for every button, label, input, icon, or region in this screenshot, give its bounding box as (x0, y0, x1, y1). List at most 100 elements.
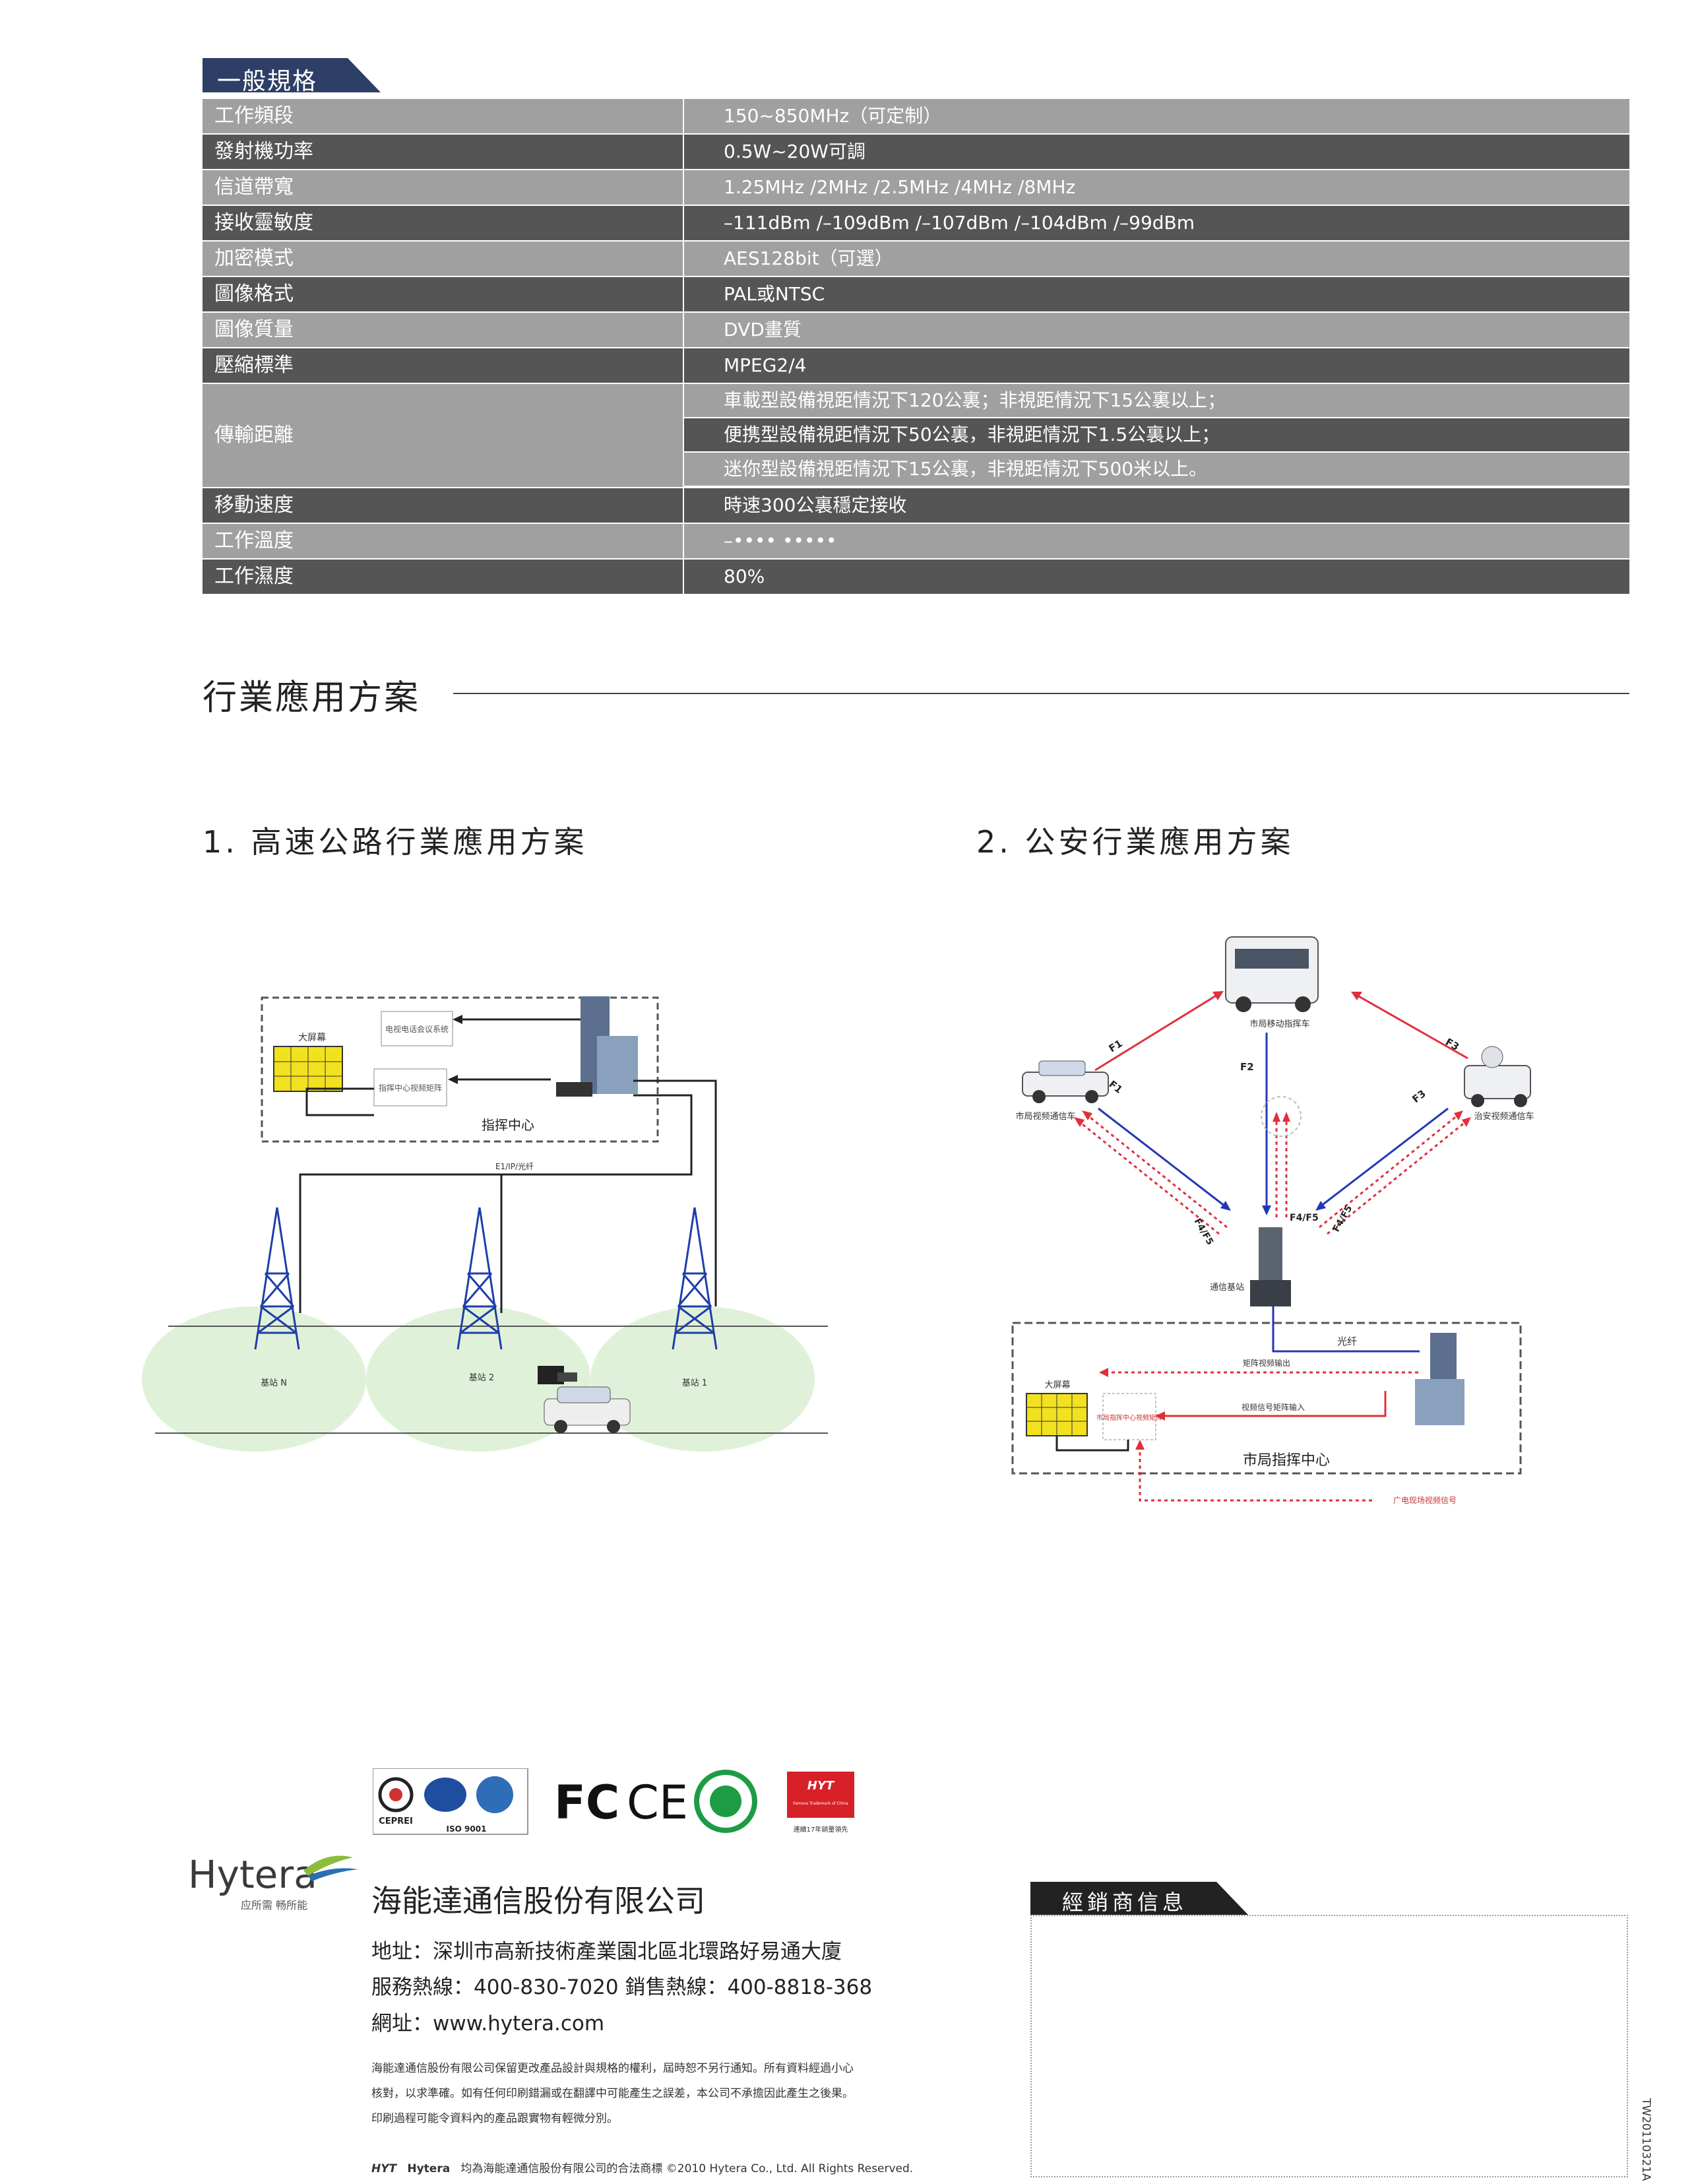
coverage-area (366, 1306, 590, 1452)
spec-value: PAL或NTSC (684, 277, 1629, 311)
company-name: 海能達通信股份有限公司 (371, 1883, 705, 1919)
input-label: 视频信号矩阵输入 (1242, 1402, 1305, 1412)
tower-icon (456, 1207, 503, 1350)
spec-key: 圖像格式 (203, 277, 684, 311)
spec-value: –111dBm /–109dBm /–107dBm /–104dBm /–99d… (684, 206, 1629, 240)
ce-logo-icon: CE (627, 1776, 688, 1830)
city-center-box (1011, 1322, 1522, 1475)
security-vehicle-icon (1464, 1046, 1531, 1107)
disclaimer-line: 印刷過程可能令資料內的產品跟實物有輕微分別。 (371, 2112, 618, 2125)
screen-label: 大屏幕 (298, 1033, 326, 1043)
spec-value: 便携型設備視距情況下50公裏，非視距情況下1.5公裏以上； (684, 418, 1629, 453)
hytera-wordmark: Hytera (188, 1852, 317, 1897)
signal-ring-icon (1261, 1096, 1302, 1137)
base-station-building-icon (1250, 1227, 1291, 1306)
spec-key: 發射機功率 (203, 135, 684, 169)
spec-value: 1.25MHz /2MHz /2.5MHz /4MHz /8MHz (684, 170, 1629, 205)
spec-row: 工作溫度–•••• ••••• (203, 524, 1629, 560)
command-vehicle-label: 市局移动指挥车 (1249, 1019, 1309, 1029)
spec-key: 壓縮標準 (203, 348, 684, 383)
security-vehicle-label: 治安视频通信车 (1474, 1111, 1534, 1122)
cepri-label: CEPREI (379, 1816, 413, 1826)
tv-signal-label: 广电现场视频信号 (1393, 1495, 1457, 1505)
hyt-sales-note: 連續17年銷量領先 (794, 1825, 848, 1834)
disclaimer-line: 核對，以求準確。如有任何印刷錯漏或在翻譯中可能產生之誤差，本公司不承擔因此產生之… (371, 2087, 854, 2100)
spec-key: 加密模式 (203, 241, 684, 276)
f45-label-right: F4/F5 (1331, 1204, 1355, 1234)
phone-system-label: 电视电话会议系统 (385, 1024, 449, 1034)
coverage-area (142, 1306, 366, 1452)
f45-label-center: F4/F5 (1290, 1213, 1319, 1223)
hyt-mark-label: HYT (807, 1779, 835, 1793)
police-diagram: 市局移动指挥车 市局视频通信车 治安视频通信车 F1 F3 F2 F1 F3 F… (1011, 936, 1534, 1505)
f1-label: F1 (1107, 1037, 1125, 1054)
f3-label: F3 (1443, 1036, 1461, 1053)
iaf-logo-icon (424, 1778, 466, 1812)
company-hotline: 服務熱線：400-830-7020 銷售熱線：400-8818-368 (371, 1975, 873, 1999)
f45-label: F4/F5 (1192, 1217, 1216, 1247)
spec-value: DVD畫質 (684, 313, 1629, 347)
iso-label: ISO 9001 (447, 1824, 487, 1834)
tower-icon (254, 1207, 300, 1350)
video-wall-icon (1026, 1393, 1088, 1436)
spec-value: AES128bit（可選） (684, 241, 1629, 276)
section-divider (453, 693, 1629, 694)
spec-value: MPEG2/4 (684, 348, 1629, 383)
spec-key: 圖像質量 (203, 313, 684, 347)
link-label: E1/IP/光纤 (495, 1162, 534, 1171)
spec-key: 接收靈敏度 (203, 206, 684, 240)
base-station-label: 基站 2 (469, 1373, 494, 1383)
spec-value: 0.5W~20W可調 (684, 135, 1629, 169)
spec-row-distance: 傳輸距離 車載型設備視距情況下120公裏；非視距情況下15公裏以上； 便携型設備… (203, 384, 1629, 488)
trademark-text: 均為海能達通信股份有限公司的合法商標 ©2010 Hytera Co., Ltd… (460, 2162, 914, 2175)
command-center-box (261, 996, 659, 1143)
trademark-hyt: HYT (371, 2162, 397, 2175)
city-center-building-icon (1415, 1333, 1464, 1425)
section-title: 行業應用方案 (203, 678, 421, 718)
output-label: 矩阵视频输出 (1243, 1358, 1290, 1368)
spec-value: 時速300公裏穩定接收 (684, 488, 1629, 523)
dealer-info-box (1030, 1915, 1628, 2177)
fc-logo-icon: FC (554, 1776, 619, 1830)
document-id: TW20110321A (1639, 2098, 1652, 2181)
highway-diagram: 电视电话会议系统 指挥中心视频矩阵 大屏幕 指挥中心 E1/IP/光纤 基站 N… (142, 996, 828, 1452)
matrix-label: 市局指挥中心视频矩阵 (1096, 1413, 1162, 1422)
spec-key: 移動速度 (203, 488, 684, 523)
video-vehicle-label: 市局视频通信车 (1015, 1111, 1075, 1122)
center-label: 指挥中心 (482, 1117, 534, 1133)
hytera-logo: Hytera 应所需 畅所能 (188, 1852, 358, 1911)
screen-label: 大屏幕 (1044, 1380, 1070, 1390)
vehicle-icon (538, 1366, 631, 1433)
matrix-box (373, 1068, 447, 1107)
spec-key: 傳輸距離 (203, 384, 684, 487)
phone-system-box (381, 1011, 453, 1046)
wing-icon (303, 1855, 358, 1881)
trademark-line: HYT Hytera 均為海能達通信股份有限公司的合法商標 ©2010 Hyte… (371, 2159, 913, 2175)
base-station-label: 基站 N (261, 1378, 287, 1388)
spec-value: 150~850MHz（可定制） (684, 99, 1629, 133)
f3-label-2: F3 (1410, 1087, 1428, 1105)
spec-row: 接收靈敏度–111dBm /–109dBm /–107dBm /–104dBm … (203, 206, 1629, 241)
f1-label-2: F1 (1107, 1078, 1125, 1096)
disclaimer-line: 海能達通信股份有限公司保留更改產品設計與規格的權利，屆時恕不另行通知。所有資料經… (371, 2062, 854, 2075)
app2-title: 2. 公安行業應用方案 (976, 824, 1294, 860)
spec-key: 工作溫度 (203, 524, 684, 558)
spec-section-tag: 一般規格 (203, 58, 381, 95)
fiber-label: 光纤 (1337, 1335, 1357, 1347)
spec-title: 一般規格 (217, 68, 318, 95)
hyt-trademark-icon: HYT Famous Trademark of China 連續17年銷量領先 (787, 1772, 854, 1834)
environmental-logo-icon (694, 1770, 757, 1833)
f2-label: F2 (1240, 1061, 1254, 1073)
tower-icon (672, 1207, 718, 1350)
video-wall-icon (273, 1046, 343, 1092)
spec-value: –•••• ••••• (684, 524, 1629, 558)
video-vehicle-icon (1022, 1060, 1109, 1103)
